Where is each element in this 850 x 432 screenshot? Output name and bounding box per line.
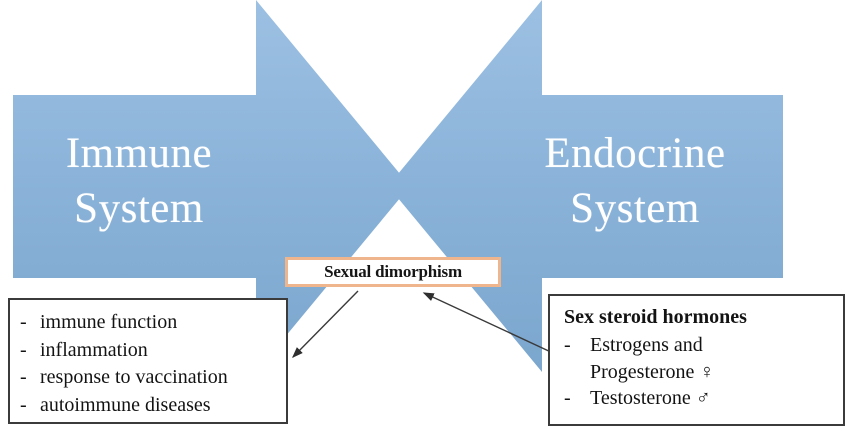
connector-dimorphism-to-immune: [292, 290, 359, 358]
list-dash: -: [564, 387, 571, 410]
list-item-label: Testosterone ♂: [590, 387, 711, 410]
list-item: - inflammation: [20, 337, 280, 364]
list-item-label: immune function: [40, 311, 178, 333]
immune-outcomes-box: - immune function - inflammation - respo…: [8, 298, 288, 424]
list-item: - autoimmune diseases: [20, 392, 280, 419]
list-item: - response to vaccination: [20, 364, 280, 391]
list-dash: -: [20, 311, 27, 333]
list-dash: -: [20, 366, 27, 389]
list-dash: -: [564, 334, 571, 356]
list-item: - Testosterone ♂: [564, 385, 837, 412]
hormone-outcomes-box: Sex steroid hormones - Estrogens and Pro…: [548, 294, 845, 426]
list-dash: -: [20, 338, 27, 361]
hormone-outcomes-heading: Sex steroid hormones: [564, 306, 747, 328]
list-item-continuation: Progesterone ♀: [590, 360, 715, 383]
connector-hormones-to-dimorphism: [422, 292, 554, 354]
sexual-dimorphism-box: Sexual dimorphism: [285, 257, 501, 287]
list-item-label: response to vaccination: [40, 366, 228, 389]
list-item-label: autoimmune diseases: [40, 393, 211, 416]
list-item: - Estrogens and: [564, 332, 837, 359]
list-item: - immune function: [20, 309, 280, 336]
list-dash: -: [20, 393, 27, 416]
list-item-label: Estrogens and: [590, 334, 703, 356]
list-item-label: inflammation: [40, 338, 148, 361]
sexual-dimorphism-label: Sexual dimorphism: [324, 262, 462, 281]
